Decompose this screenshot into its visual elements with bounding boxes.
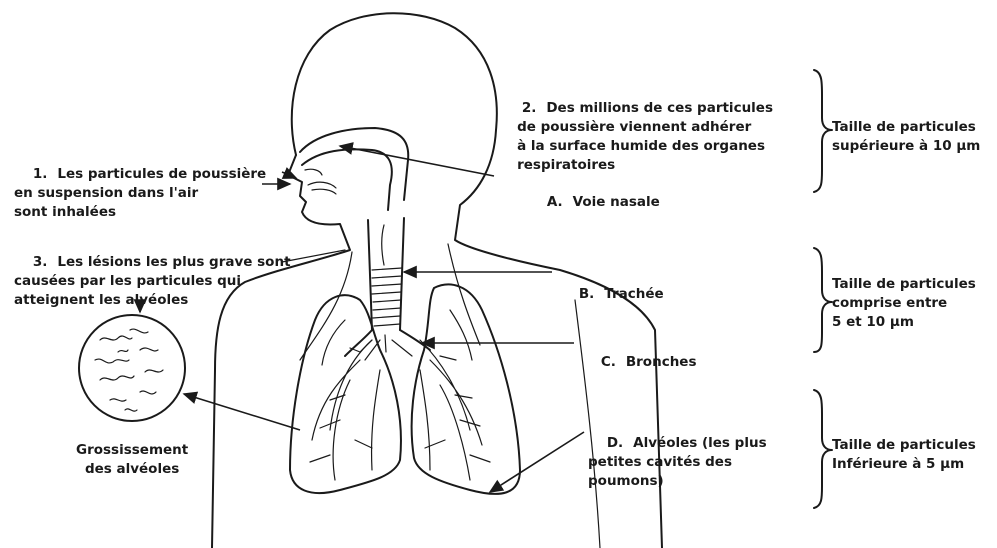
size-braces xyxy=(814,70,832,508)
label-trachea: B. Trachée xyxy=(560,266,664,323)
inhale-arrows xyxy=(262,172,296,184)
part-letter: D. xyxy=(607,434,623,453)
label-nasal-passage: A. Voie nasale xyxy=(528,174,660,231)
magnification-caption: Grossissement des alvéoles xyxy=(76,441,188,479)
size-label-large: Taille de particules supérieure à 10 µm xyxy=(832,118,980,156)
note-number: 3. xyxy=(33,253,48,272)
note-number: 1. xyxy=(33,165,48,184)
part-letter: C. xyxy=(601,353,616,372)
note-text: Les lésions les plus grave sont causées … xyxy=(14,254,291,308)
note-text: Des millions de ces particules de poussi… xyxy=(503,100,773,173)
part-name: Trachée xyxy=(604,286,663,302)
nasal-cavity xyxy=(300,128,408,210)
note-number: 2. xyxy=(522,99,537,118)
size-label-medium: Taille de particules comprise entre 5 et… xyxy=(832,275,976,332)
note-worst-lesions: 3.Les lésions les plus grave sont causée… xyxy=(14,234,291,329)
note-inhaled-particles: 1.Les particules de poussière en suspens… xyxy=(14,146,266,241)
label-alveoli: D.Alvéoles (les plus petites cavités des… xyxy=(588,415,767,510)
right-lung xyxy=(412,284,520,493)
size-label-small: Taille de particules Inférieure à 5 µm xyxy=(832,436,976,474)
part-letter: A. xyxy=(547,193,563,212)
part-letter: B. xyxy=(579,285,594,304)
label-bronchi: C. Bronches xyxy=(582,334,697,391)
trachea xyxy=(368,218,404,330)
part-name: Bronches xyxy=(626,354,697,370)
note-text: Les particules de poussière en suspensio… xyxy=(14,166,266,220)
part-name: Voie nasale xyxy=(573,194,660,210)
